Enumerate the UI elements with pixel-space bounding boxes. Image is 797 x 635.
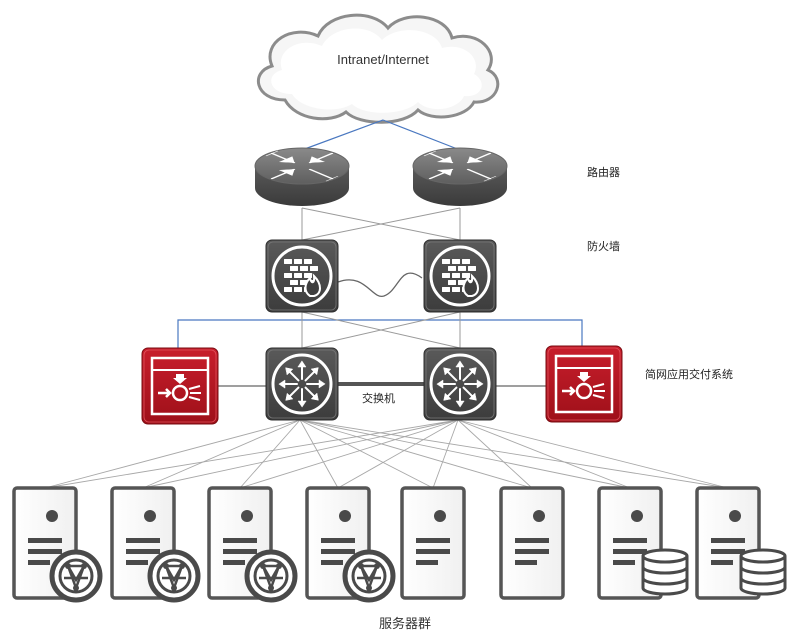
- server-icon: [499, 486, 565, 600]
- globe-icon: [342, 549, 396, 603]
- switch-layer-label: 交换机: [362, 391, 395, 405]
- server-group: [12, 486, 787, 603]
- server-icon: [305, 486, 396, 603]
- switch-server-links: [44, 419, 729, 489]
- firewall-icon: [265, 239, 339, 313]
- database-icon: [739, 548, 787, 596]
- router-firewall-links: [301, 207, 461, 241]
- server-icon: [400, 486, 466, 600]
- cloud-icon: [256, 13, 500, 124]
- router-layer-label: 路由器: [587, 165, 620, 179]
- server-icon: [110, 486, 201, 603]
- server-icon: [695, 486, 787, 600]
- firewall-switch-links: [301, 311, 461, 349]
- server-icon: [12, 486, 103, 603]
- switch-icon: [265, 347, 339, 421]
- globe-icon: [147, 549, 201, 603]
- links: [44, 119, 729, 489]
- adc-layer-label: 简网应用交付系统: [645, 367, 733, 381]
- cloud-router-links: [301, 119, 461, 151]
- server-group-label: 服务器群: [379, 616, 431, 632]
- adc-icon: [141, 347, 219, 425]
- blue-bus-line: [177, 319, 583, 350]
- adc-icon: [545, 345, 623, 423]
- globe-icon: [244, 549, 298, 603]
- router-icon: [412, 147, 508, 206]
- cloud-label: Intranet/Internet: [337, 52, 429, 67]
- router-icon: [254, 147, 350, 206]
- globe-icon: [49, 549, 103, 603]
- database-icon: [641, 548, 689, 596]
- firewall-icon: [423, 239, 497, 313]
- firewall-layer-label: 防火墙: [587, 239, 620, 253]
- firewall-interconnect: [337, 272, 423, 297]
- server-icon: [597, 486, 689, 600]
- switch-icon: [423, 347, 497, 421]
- server-icon: [207, 486, 298, 603]
